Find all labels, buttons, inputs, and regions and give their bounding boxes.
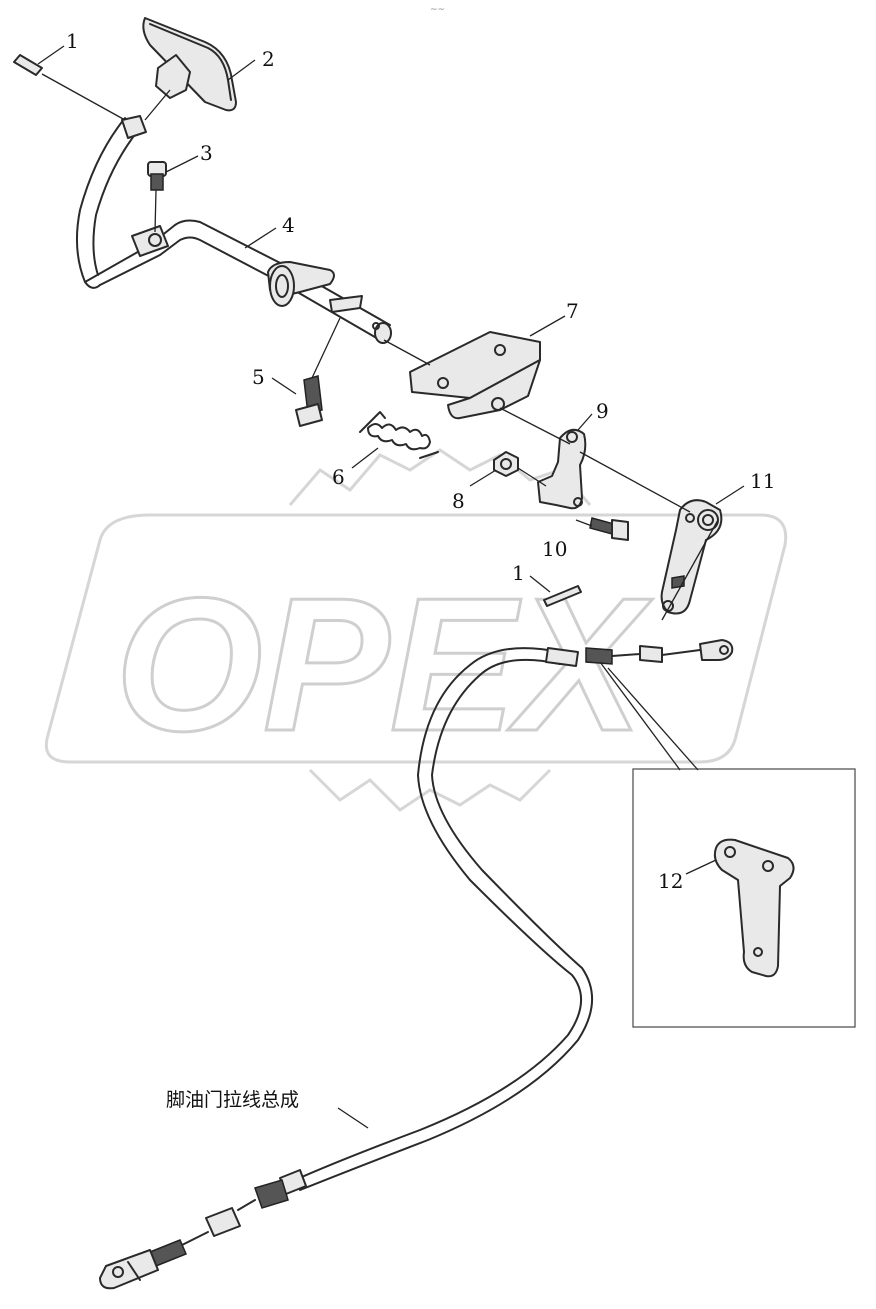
bracket-7: [409, 331, 541, 420]
label-part-1-middle: 1: [512, 561, 525, 585]
cable-assembly-caption: 脚油门拉线总成: [166, 1089, 299, 1111]
label-part-4: 4: [282, 213, 295, 237]
throttle-cable-assembly: [99, 639, 734, 1290]
label-part-6: 6: [332, 465, 345, 489]
lever-9: [537, 428, 587, 510]
label-part-1-top: 1: [66, 29, 79, 53]
part-labels: 1 2 3 4 5 6 7 8 9 10 11 1 12 脚油门拉线总成: [66, 29, 775, 1111]
pin-top: [13, 54, 43, 76]
bellcrank-11: [660, 499, 723, 615]
label-part-3: 3: [200, 141, 213, 165]
top-mark: ~~: [430, 5, 445, 15]
label-part-9: 9: [596, 399, 609, 423]
label-part-5: 5: [252, 365, 265, 389]
bolt-10: [589, 517, 629, 541]
detail-inset: [632, 768, 856, 1028]
label-part-7: 7: [566, 299, 579, 323]
bolt-5: [295, 375, 323, 427]
label-part-2: 2: [262, 47, 275, 71]
nut-8: [493, 451, 519, 477]
stop-bolt: [147, 161, 167, 191]
label-part-12: 12: [658, 869, 683, 893]
pin-middle: [543, 585, 582, 607]
pedal-arm-and-shaft: [76, 115, 392, 344]
leader-lines: [37, 45, 745, 1129]
label-part-10: 10: [542, 537, 567, 561]
label-part-8: 8: [452, 489, 465, 513]
torsion-spring: [359, 411, 439, 459]
pedal-pad: [142, 17, 237, 112]
label-part-11: 11: [750, 469, 775, 493]
